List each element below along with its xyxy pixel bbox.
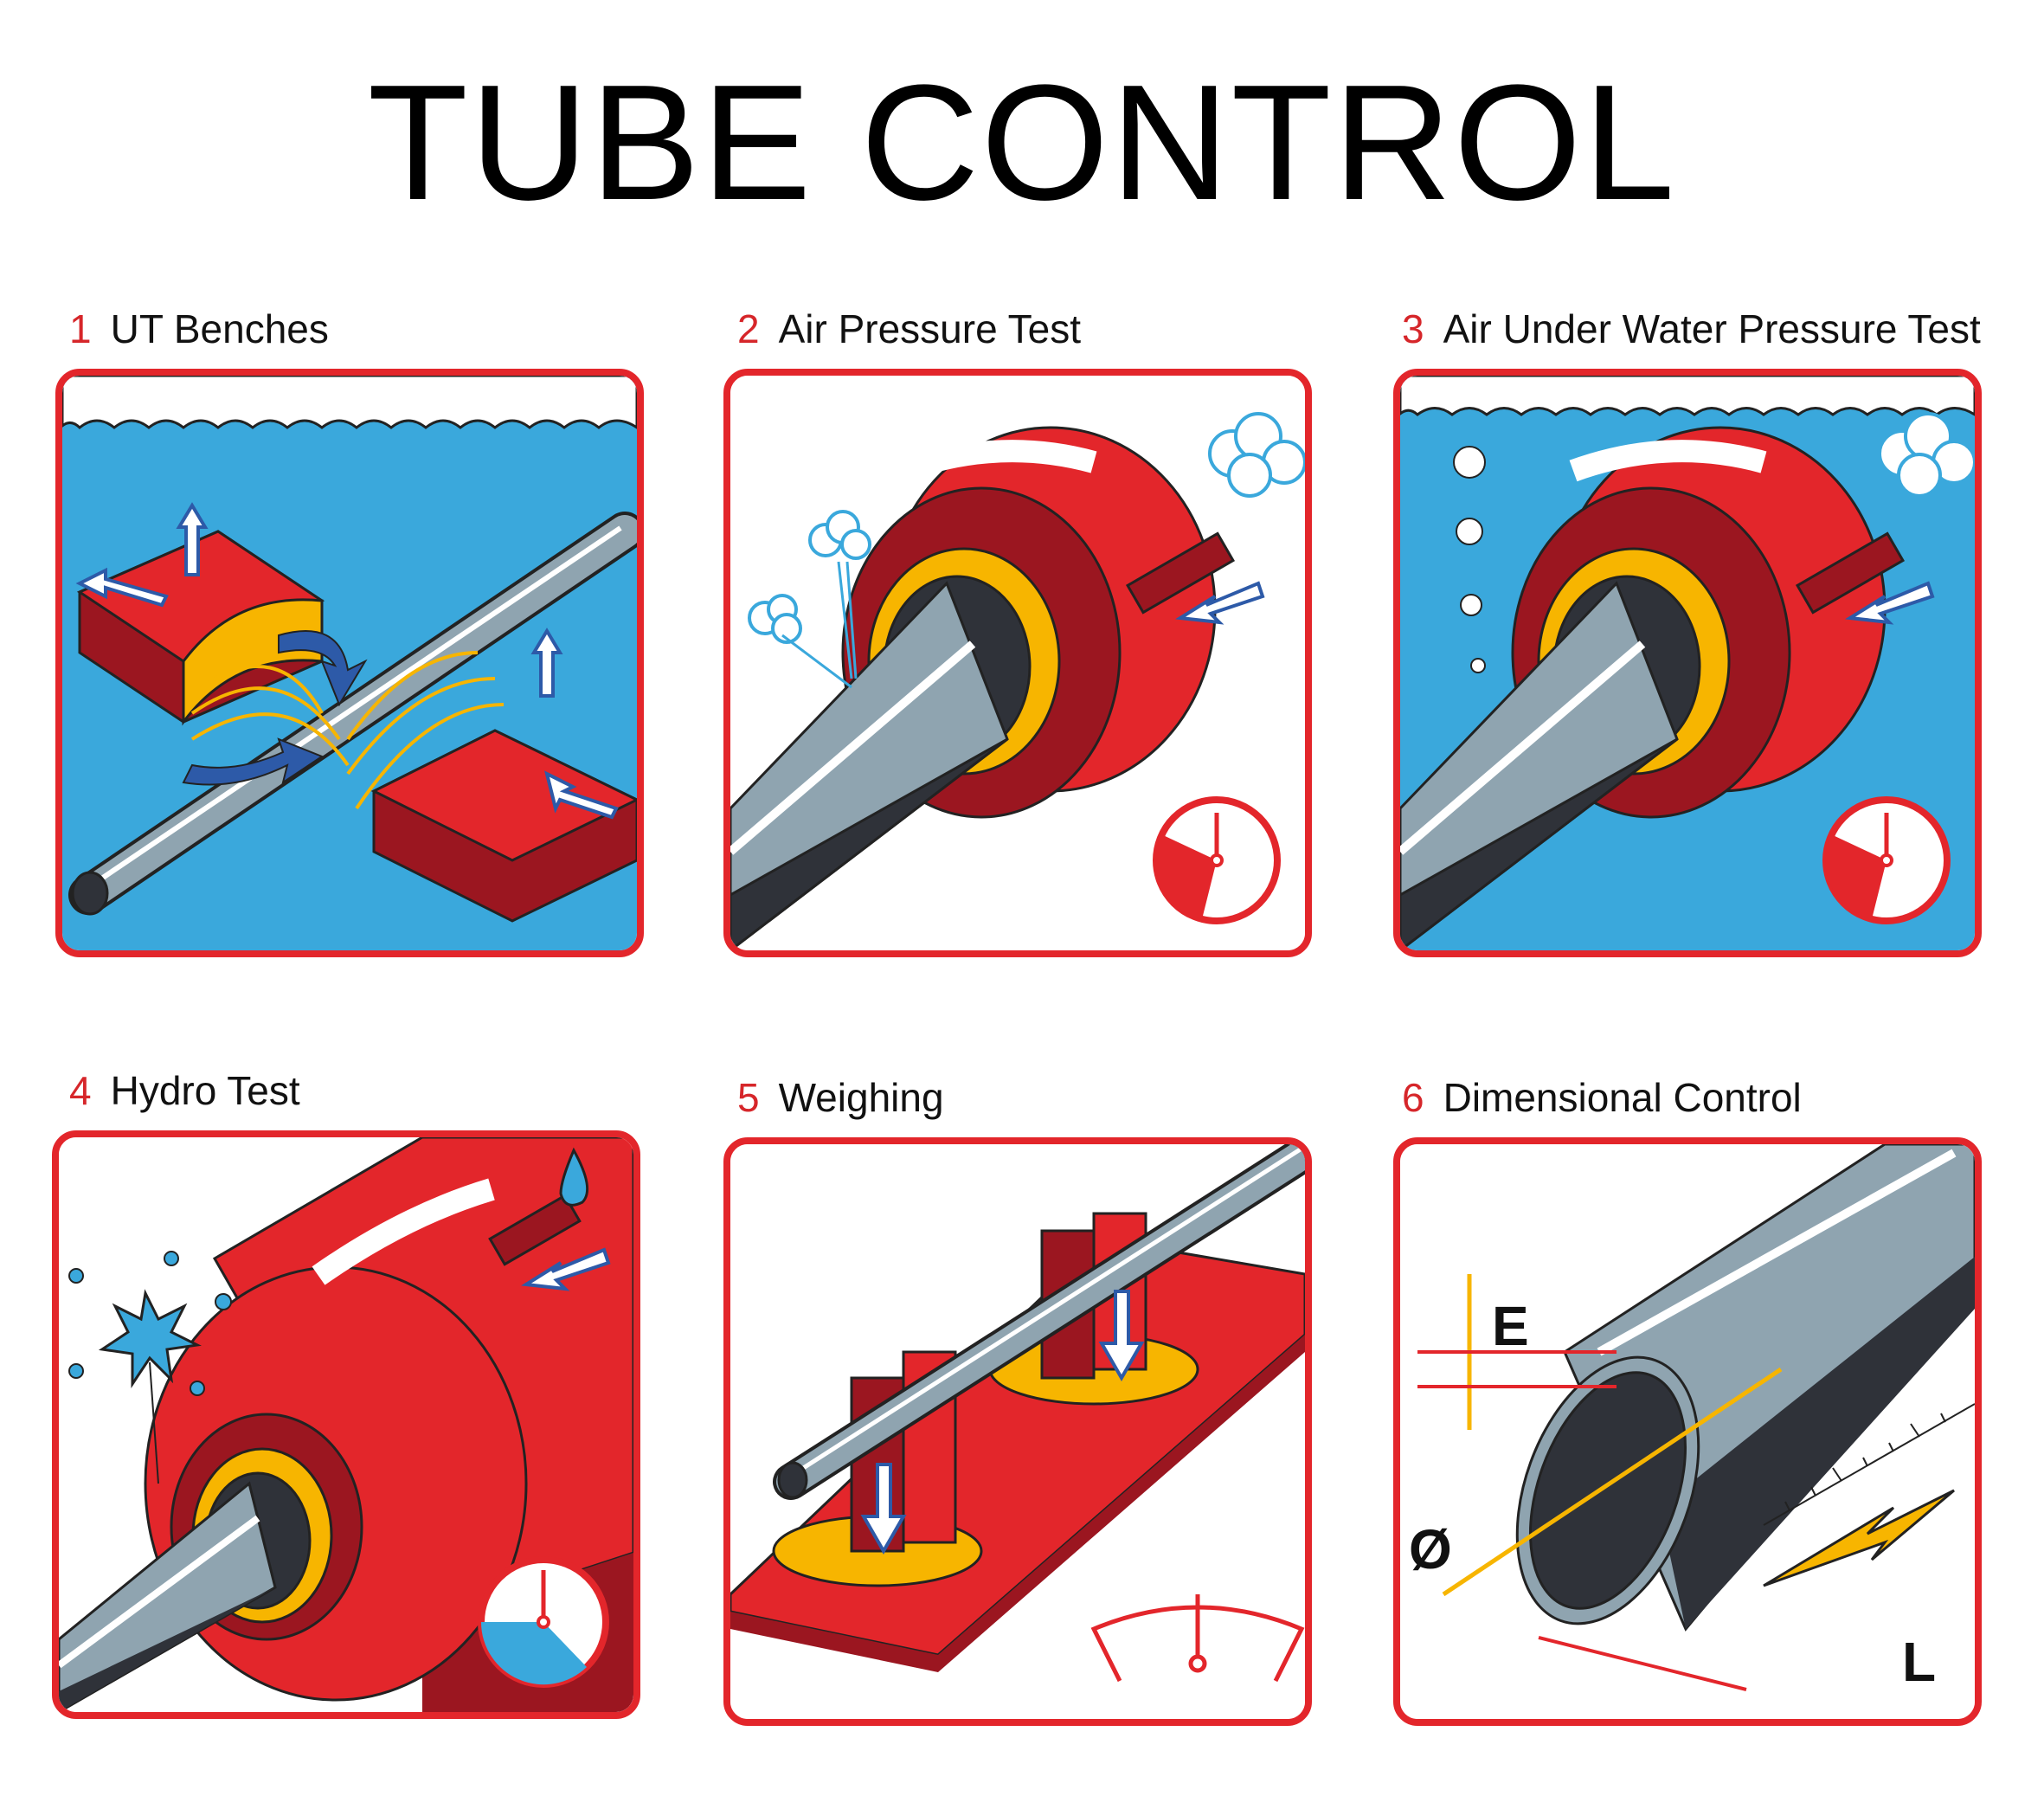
panel-ut-benches <box>55 369 644 957</box>
panel-3-title: Air Under Water Pressure Test <box>1443 306 1981 351</box>
panel-1-label: 1 UT Benches <box>69 305 329 353</box>
panel-6-number: 6 <box>1402 1075 1424 1120</box>
panel-2-number: 2 <box>737 306 760 351</box>
air-pressure-illustration <box>730 376 1305 950</box>
tube <box>72 515 637 911</box>
panel-dimensional-control: E Ø L <box>1393 1137 1982 1726</box>
hydro-test-illustration <box>59 1137 633 1712</box>
panel-1-title: UT Benches <box>110 306 329 351</box>
pressure-gauge-icon <box>478 1556 609 1688</box>
rotation-arrow-icon <box>278 630 368 707</box>
dimensional-control-illustration: E Ø L <box>1400 1144 1975 1719</box>
ut-benches-illustration <box>62 376 637 950</box>
water-drop-icon <box>559 1147 589 1207</box>
diameter-label: Ø <box>1409 1518 1452 1580</box>
panel-6-title: Dimensional Control <box>1443 1075 1802 1120</box>
air-cloud-icon <box>1878 412 1975 498</box>
movement-arrows-icon <box>75 502 619 820</box>
panel-2-title: Air Pressure Test <box>778 306 1081 351</box>
inlet-arrow-icon <box>1175 581 1265 625</box>
panel-weighing <box>723 1137 1312 1726</box>
panel-3-label: 3 Air Under Water Pressure Test <box>1402 305 1981 353</box>
inlet-arrow-icon <box>1845 581 1935 625</box>
length-label: L <box>1902 1631 1936 1693</box>
panel-1-number: 1 <box>69 306 92 351</box>
length-arrow-icon <box>1763 1489 1955 1587</box>
panel-hydro-test <box>52 1130 640 1719</box>
panel-5-title: Weighing <box>778 1075 944 1120</box>
tube <box>776 1144 1305 1497</box>
page-title: TUBE CONTROL <box>367 51 1677 235</box>
panel-4-label: 4 Hydro Test <box>69 1066 300 1115</box>
ultrasonic-waves <box>190 651 505 810</box>
water-surface <box>62 376 637 430</box>
panel-air-under-water-test <box>1393 369 1982 957</box>
air-under-water-illustration <box>1400 376 1975 950</box>
weighing-illustration <box>730 1144 1305 1719</box>
ruler-scale <box>1763 1403 1975 1526</box>
water-surface <box>1400 376 1975 416</box>
weight-arrow-icon <box>860 1463 907 1555</box>
panel-3-number: 3 <box>1402 306 1424 351</box>
pressure-gauge-icon <box>1822 796 1951 924</box>
panel-5-number: 5 <box>737 1075 760 1120</box>
pressure-gauge-icon <box>1153 796 1281 924</box>
water-splash-icon <box>98 1289 202 1388</box>
air-valve <box>1125 531 1236 615</box>
panel-air-pressure-test <box>723 369 1312 957</box>
panel-5-label: 5 Weighing <box>737 1073 944 1122</box>
panel-2-label: 2 Air Pressure Test <box>737 305 1081 353</box>
scale-dial-icon <box>1090 1594 1305 1683</box>
air-cloud-icon <box>748 412 1305 644</box>
thickness-label: E <box>1492 1295 1529 1357</box>
panel-4-number: 4 <box>69 1068 92 1113</box>
panel-4-title: Hydro Test <box>110 1068 300 1113</box>
inlet-arrow-icon <box>521 1247 611 1291</box>
panel-6-label: 6 Dimensional Control <box>1402 1073 1802 1122</box>
air-bubbles <box>1453 446 1486 673</box>
